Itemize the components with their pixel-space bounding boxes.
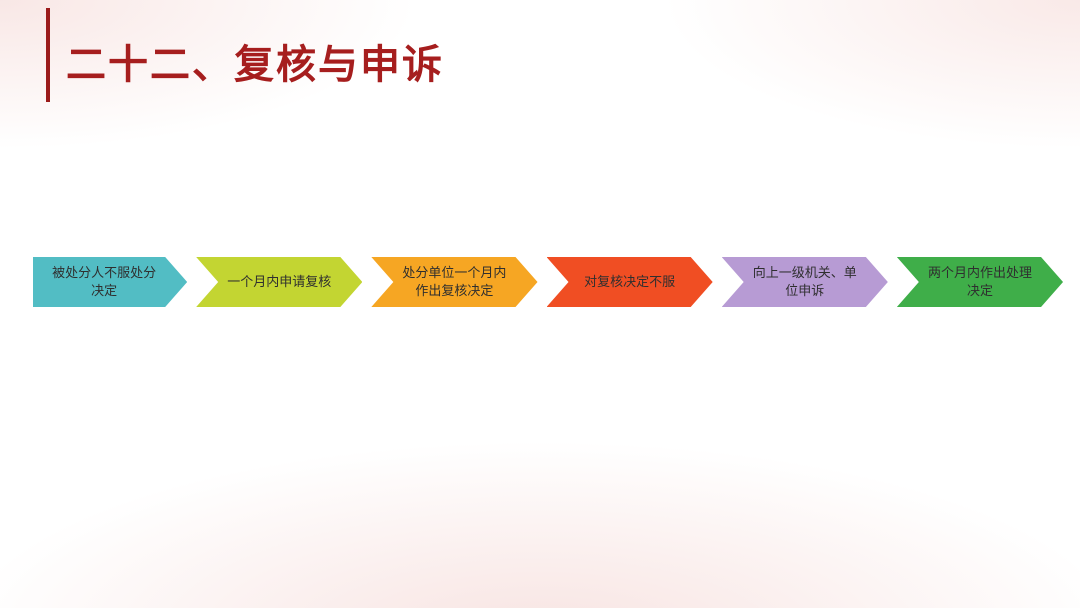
flow-step-label: 处分单位一个月内作出复核决定	[402, 265, 507, 298]
flow-step-label: 向上一级机关、单位申诉	[752, 265, 857, 298]
flow-step-5: 向上一级机关、单位申诉	[722, 257, 888, 307]
flow-step-3: 处分单位一个月内作出复核决定	[371, 257, 537, 307]
title-block: 二十二、复核与申诉	[0, 0, 1080, 110]
flow-step-label: 两个月内作出处理决定	[927, 265, 1032, 298]
process-flow-diagram: 被处分人不服处分决定 一个月内申请复核 处分单位一个月内作出复核决定 对复核决定不服 向…	[33, 257, 1063, 307]
flow-step-label: 对复核决定不服	[584, 274, 676, 290]
flow-step-4: 对复核决定不服	[547, 257, 713, 307]
flow-step-label: 被处分人不服处分决定	[52, 265, 157, 298]
flow-step-6: 两个月内作出处理决定	[897, 257, 1063, 307]
flow-step-1: 被处分人不服处分决定	[33, 257, 187, 307]
page-title: 二十二、复核与申诉	[66, 42, 444, 87]
flow-step-2: 一个月内申请复核	[196, 257, 362, 307]
flow-step-label: 一个月内申请复核	[227, 274, 332, 290]
title-accent-bar	[46, 8, 50, 102]
